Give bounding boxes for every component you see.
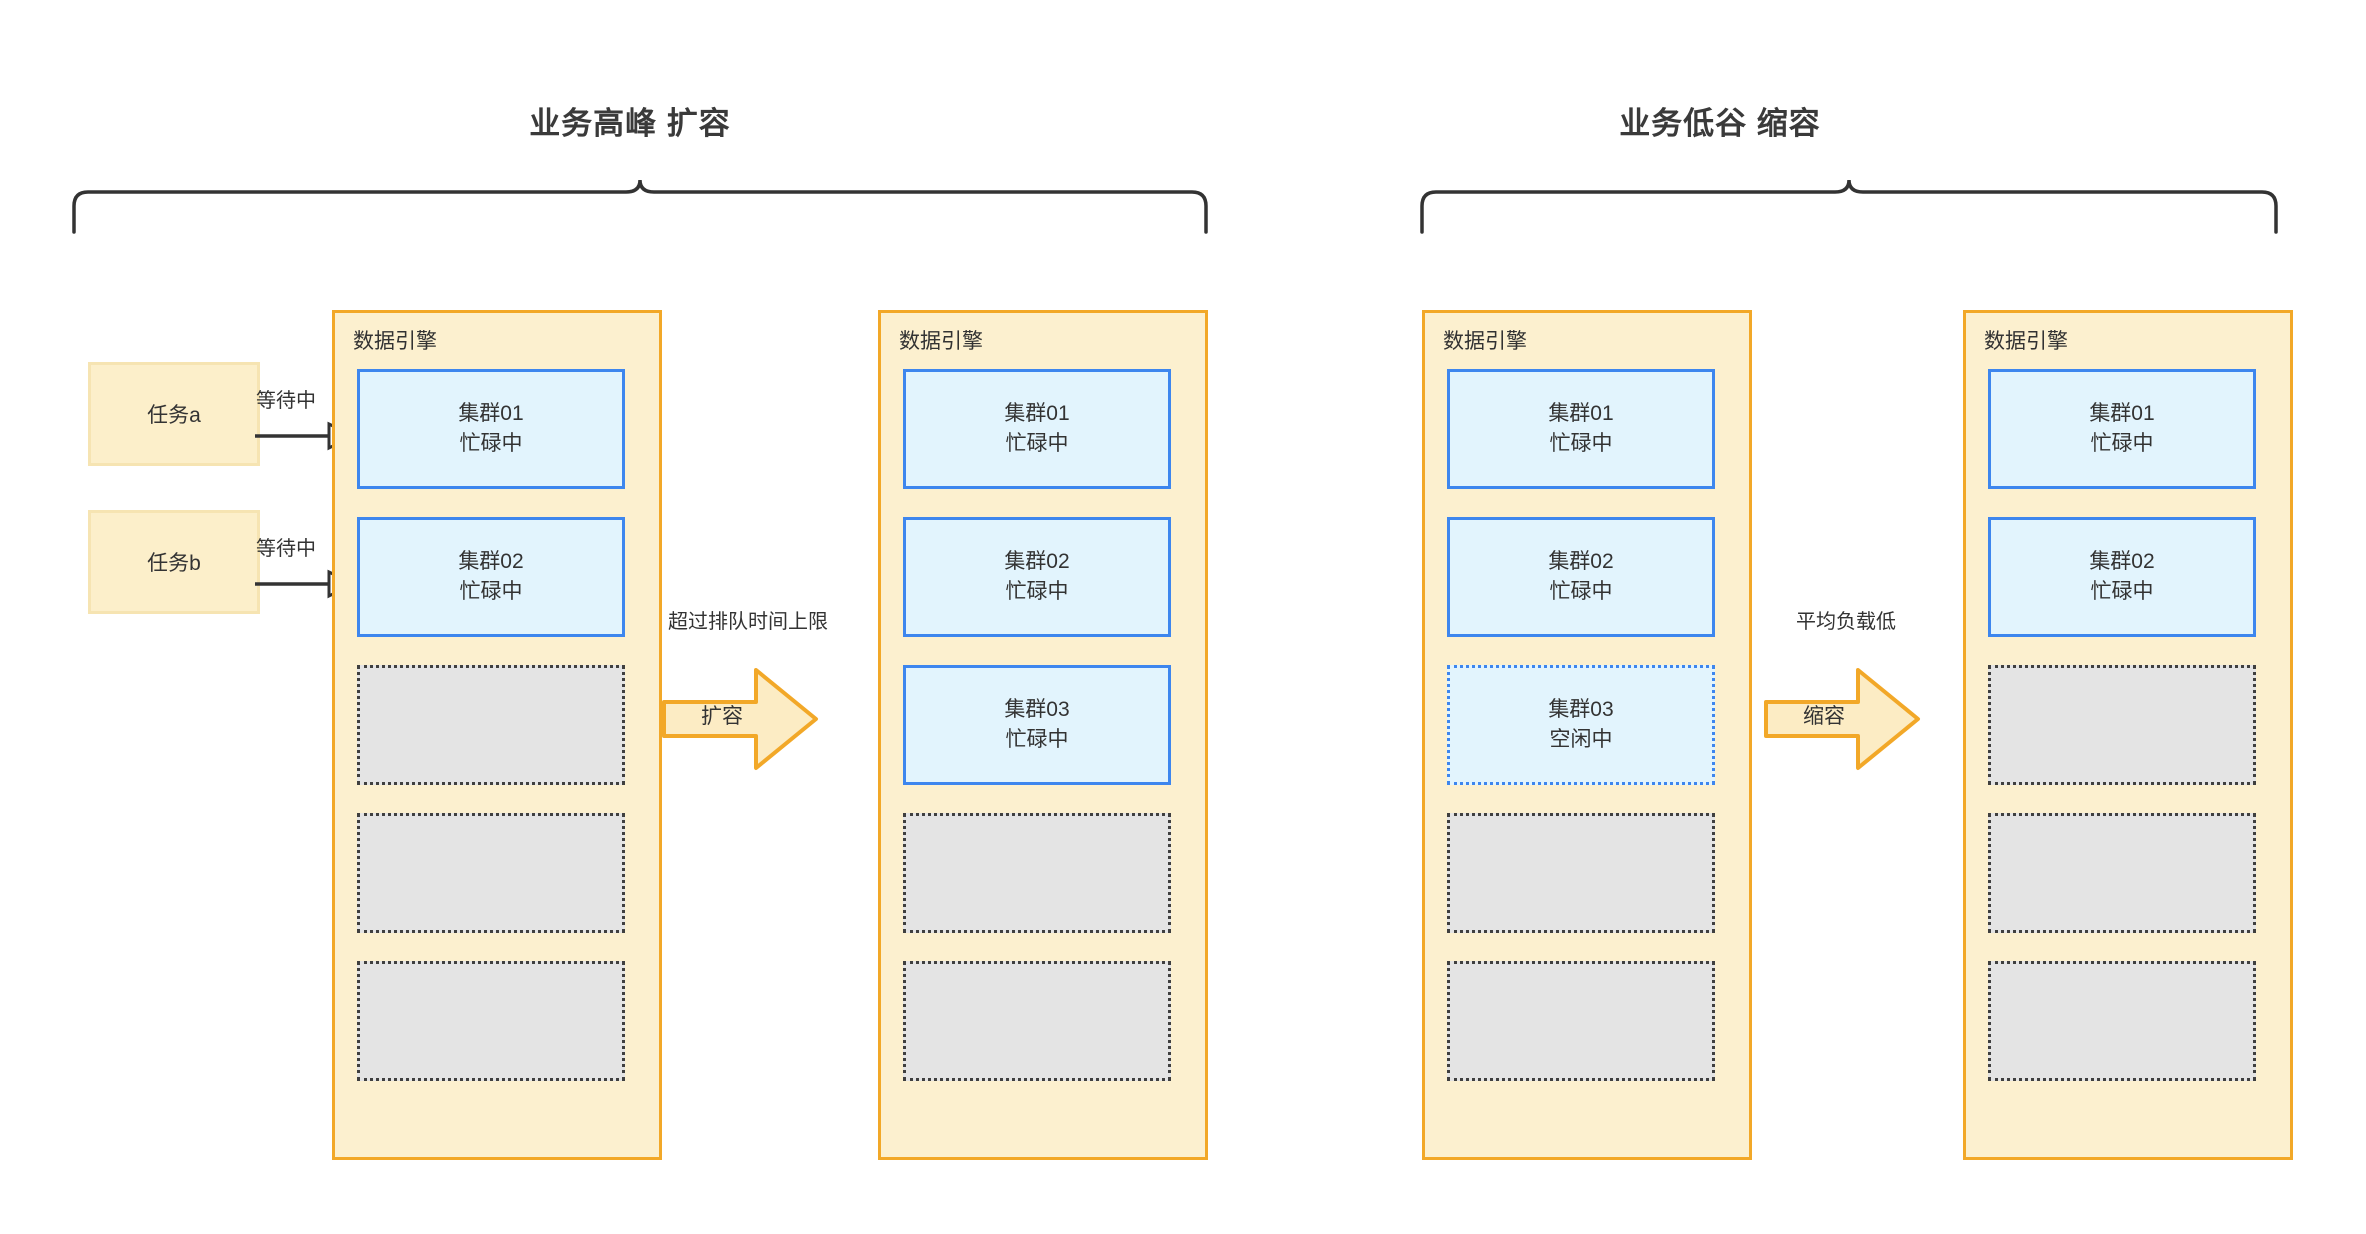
scale-out-arrow-label: 扩容 bbox=[701, 705, 743, 728]
cluster-name: 集群01 bbox=[1004, 401, 1070, 425]
group-brace-scale-out bbox=[72, 179, 1208, 234]
empty-slot[interactable] bbox=[357, 813, 625, 933]
engine-panel-4: 数据引擎 集群01 忙碌中 集群02 忙碌中 bbox=[1963, 310, 2293, 1160]
cluster-name: 集群03 bbox=[1004, 697, 1070, 721]
cluster-slot[interactable]: 集群01 忙碌中 bbox=[1988, 369, 2256, 489]
cluster-status: 空闲中 bbox=[1549, 728, 1613, 751]
empty-slot[interactable] bbox=[1988, 961, 2256, 1081]
transition-caption-scale-in: 平均负载低 bbox=[1796, 611, 1896, 633]
engine-panel-3: 数据引擎 集群01 忙碌中 集群02 忙碌中 集群03 空闲中 bbox=[1422, 310, 1752, 1160]
cluster-status: 忙碌中 bbox=[2090, 580, 2154, 603]
cluster-name: 集群01 bbox=[458, 401, 524, 425]
empty-slot[interactable] bbox=[1988, 665, 2256, 785]
cluster-slot[interactable]: 集群02 忙碌中 bbox=[1447, 517, 1715, 637]
group-title-scale-out: 业务高峰 扩容 bbox=[529, 106, 731, 141]
cluster-status: 忙碌中 bbox=[2090, 432, 2154, 455]
scale-out-arrow-icon[interactable] bbox=[660, 664, 820, 774]
engine-panel-1: 数据引擎 集群01 忙碌中 集群02 忙碌中 bbox=[332, 310, 662, 1160]
cluster-name: 集群03 bbox=[1548, 697, 1614, 721]
cluster-slot[interactable]: 集群01 忙碌中 bbox=[357, 369, 625, 489]
cluster-slot[interactable]: 集群02 忙碌中 bbox=[903, 517, 1171, 637]
transition-caption-scale-out: 超过排队时间上限 bbox=[668, 611, 828, 633]
cluster-name: 集群01 bbox=[1548, 401, 1614, 425]
scale-in-arrow-icon[interactable] bbox=[1762, 664, 1922, 774]
cluster-name: 集群02 bbox=[458, 549, 524, 573]
empty-slot[interactable] bbox=[357, 961, 625, 1081]
engine-panel-4-title: 数据引擎 bbox=[1984, 330, 2068, 353]
cluster-slot[interactable]: 集群03 忙碌中 bbox=[903, 665, 1171, 785]
cluster-slot-idle[interactable]: 集群03 空闲中 bbox=[1447, 665, 1715, 785]
cluster-status: 忙碌中 bbox=[459, 432, 523, 455]
cluster-status: 忙碌中 bbox=[459, 580, 523, 603]
cluster-status: 忙碌中 bbox=[1549, 432, 1613, 455]
task-box-a[interactable]: 任务a bbox=[88, 362, 260, 466]
engine-panel-2-title: 数据引擎 bbox=[899, 330, 983, 353]
empty-slot[interactable] bbox=[1447, 961, 1715, 1081]
cluster-status: 忙碌中 bbox=[1549, 580, 1613, 603]
empty-slot[interactable] bbox=[903, 813, 1171, 933]
scale-in-arrow-label: 缩容 bbox=[1803, 705, 1845, 728]
cluster-name: 集群02 bbox=[1004, 549, 1070, 573]
engine-panel-3-title: 数据引擎 bbox=[1443, 330, 1527, 353]
cluster-name: 集群01 bbox=[2089, 401, 2155, 425]
group-title-scale-in: 业务低谷 缩容 bbox=[1619, 106, 1821, 141]
task-a-edge-label: 等待中 bbox=[256, 390, 316, 412]
empty-slot[interactable] bbox=[1447, 813, 1715, 933]
cluster-name: 集群02 bbox=[1548, 549, 1614, 573]
empty-slot[interactable] bbox=[903, 961, 1171, 1081]
task-b-label: 任务b bbox=[147, 552, 201, 575]
task-box-b[interactable]: 任务b bbox=[88, 510, 260, 614]
cluster-name: 集群02 bbox=[2089, 549, 2155, 573]
cluster-slot[interactable]: 集群02 忙碌中 bbox=[1988, 517, 2256, 637]
cluster-slot[interactable]: 集群01 忙碌中 bbox=[903, 369, 1171, 489]
engine-panel-2: 数据引擎 集群01 忙碌中 集群02 忙碌中 集群03 忙碌中 bbox=[878, 310, 1208, 1160]
task-b-edge-label: 等待中 bbox=[256, 538, 316, 560]
engine-panel-1-title: 数据引擎 bbox=[353, 330, 437, 353]
group-brace-scale-in bbox=[1420, 179, 2278, 234]
empty-slot[interactable] bbox=[1988, 813, 2256, 933]
empty-slot[interactable] bbox=[357, 665, 625, 785]
task-a-label: 任务a bbox=[147, 404, 201, 427]
cluster-status: 忙碌中 bbox=[1005, 580, 1069, 603]
cluster-slot[interactable]: 集群01 忙碌中 bbox=[1447, 369, 1715, 489]
cluster-status: 忙碌中 bbox=[1005, 728, 1069, 751]
cluster-status: 忙碌中 bbox=[1005, 432, 1069, 455]
cluster-slot[interactable]: 集群02 忙碌中 bbox=[357, 517, 625, 637]
